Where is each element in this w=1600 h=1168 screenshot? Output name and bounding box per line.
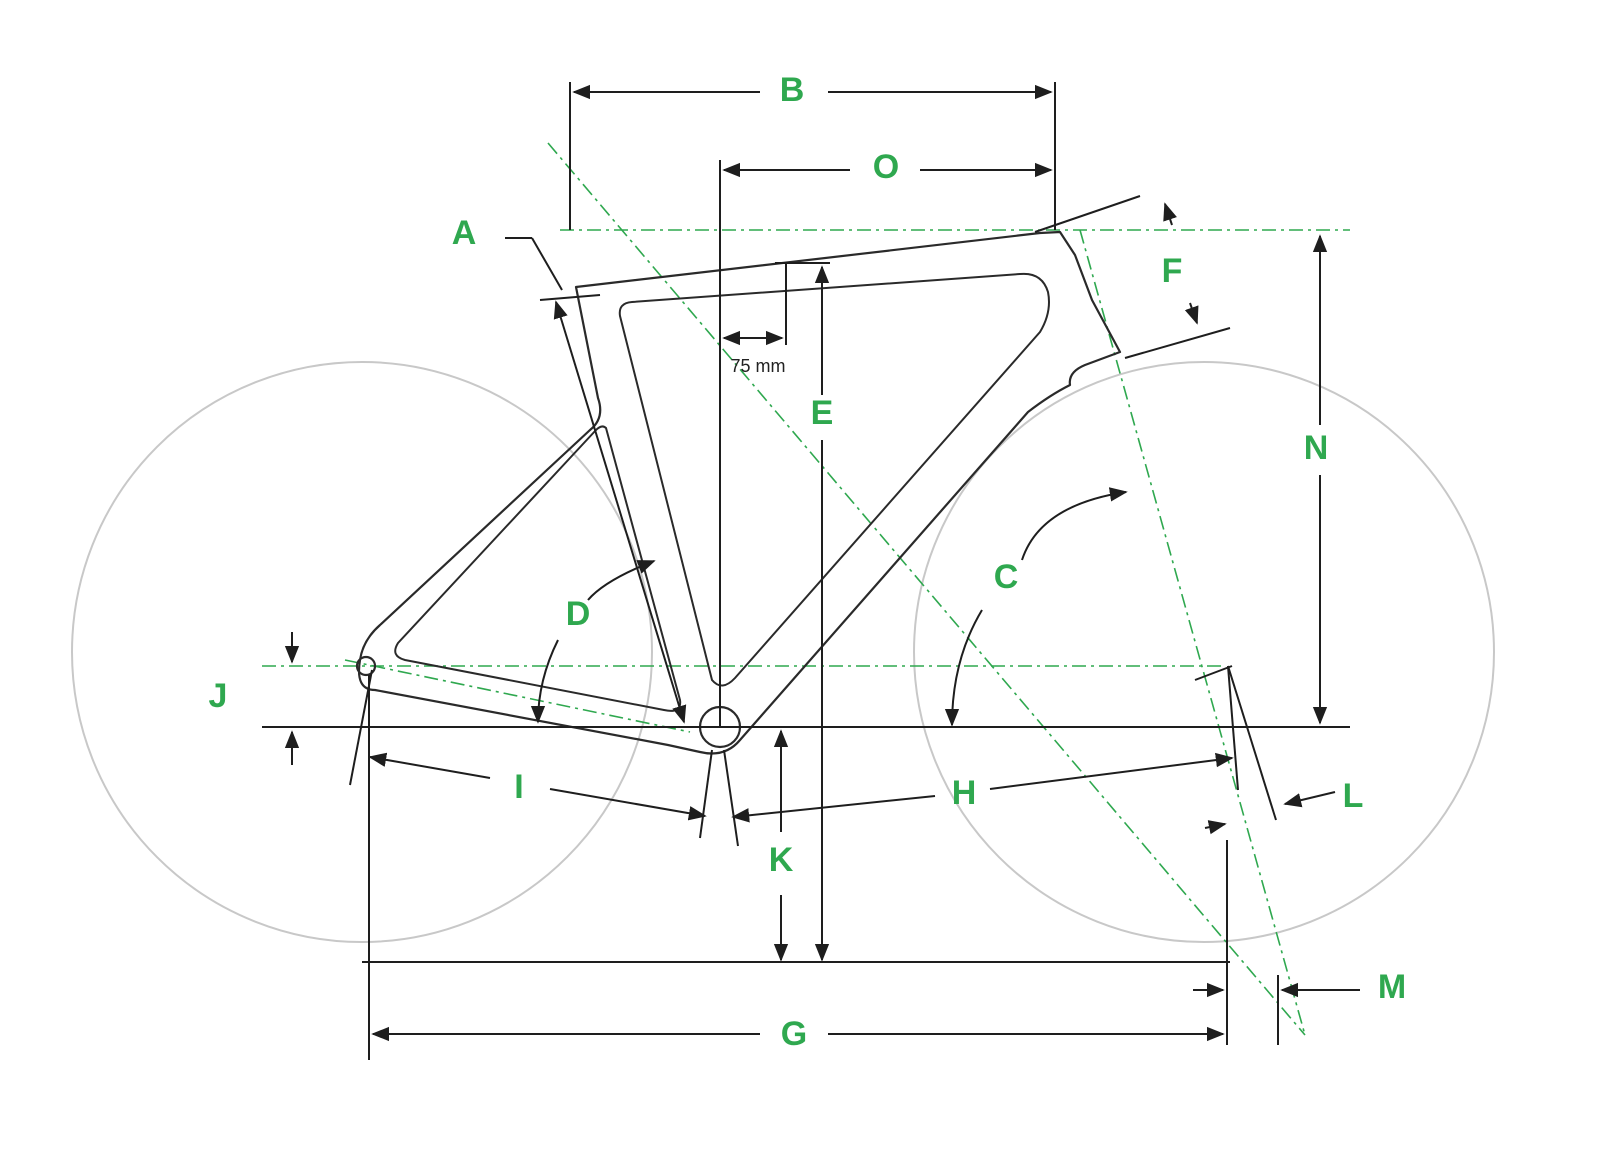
label-j: J — [209, 677, 228, 715]
angle-arcs — [530, 487, 1128, 727]
bike-frame — [355, 195, 1141, 755]
label-d: D — [566, 595, 591, 633]
front-wheel — [913, 361, 1495, 943]
label-75mm: 75 mm — [730, 356, 785, 376]
label-e: E — [811, 394, 834, 432]
label-m: M — [1378, 968, 1406, 1006]
label-n: N — [1304, 429, 1329, 467]
label-f: F — [1162, 252, 1183, 290]
label-c: C — [994, 558, 1019, 596]
label-o: O — [873, 148, 899, 186]
label-a: A — [452, 214, 477, 252]
guide-lines — [262, 142, 1350, 1036]
label-g: G — [781, 1015, 807, 1053]
label-b: B — [780, 71, 805, 109]
dimension-labels: A B C D E F G H I J K L M N O 75 mm — [209, 71, 1407, 1053]
dimension-lines — [262, 82, 1360, 1060]
label-h: H — [952, 774, 977, 812]
label-l: L — [1343, 777, 1364, 815]
label-k: K — [769, 841, 794, 879]
label-i: I — [514, 768, 523, 806]
